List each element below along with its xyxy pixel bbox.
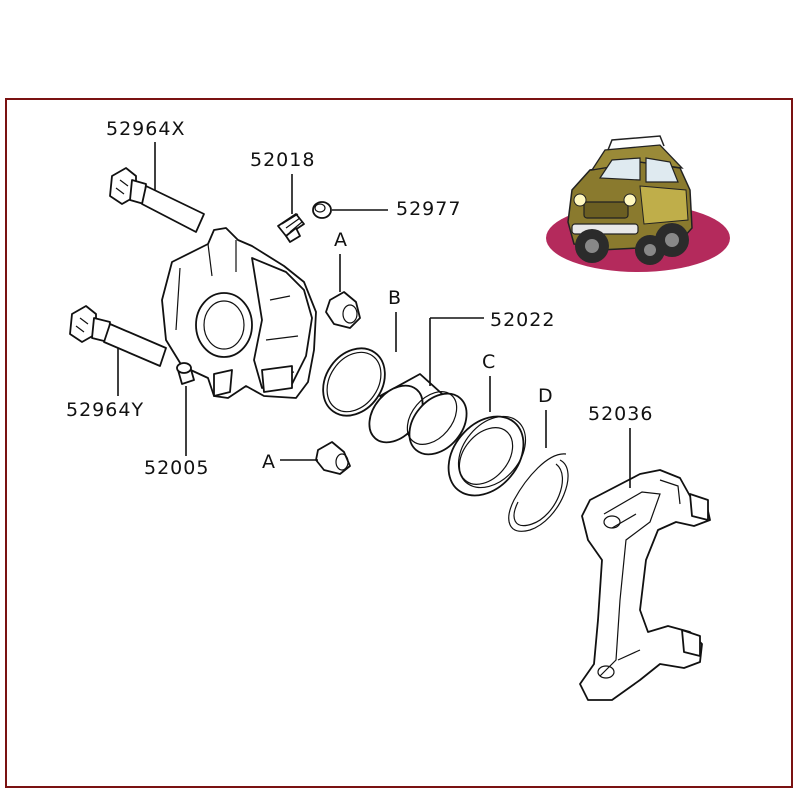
label-52036: 52036 [588,403,653,425]
bleeder-screw [277,213,305,243]
label-B: B [388,287,402,309]
guide-bolt-lower [69,305,167,367]
piston-seal-b [322,347,386,417]
label-52005: 52005 [144,457,209,479]
guide-bushing [176,362,195,385]
boot-a-lower [315,441,351,475]
label-D: D [538,385,554,407]
snap-ring-d [508,453,569,532]
piston [368,373,468,456]
suv-mascot-icon [546,135,730,272]
piston-boot-c [447,415,527,497]
bleeder-cap [312,201,332,219]
caliper-bracket [579,469,711,701]
label-52022: 52022 [490,309,555,331]
label-C: C [482,351,496,373]
label-52964Y: 52964Y [66,399,144,421]
diagram-frame [5,98,793,788]
label-52964X: 52964X [106,118,185,140]
label-A-lower: A [262,451,276,473]
guide-bolt-upper [109,167,205,233]
label-52977: 52977 [396,198,461,220]
label-52018: 52018 [250,149,315,171]
caliper-body [161,227,317,399]
label-A-upper: A [334,229,348,251]
boot-a-upper [325,291,361,329]
